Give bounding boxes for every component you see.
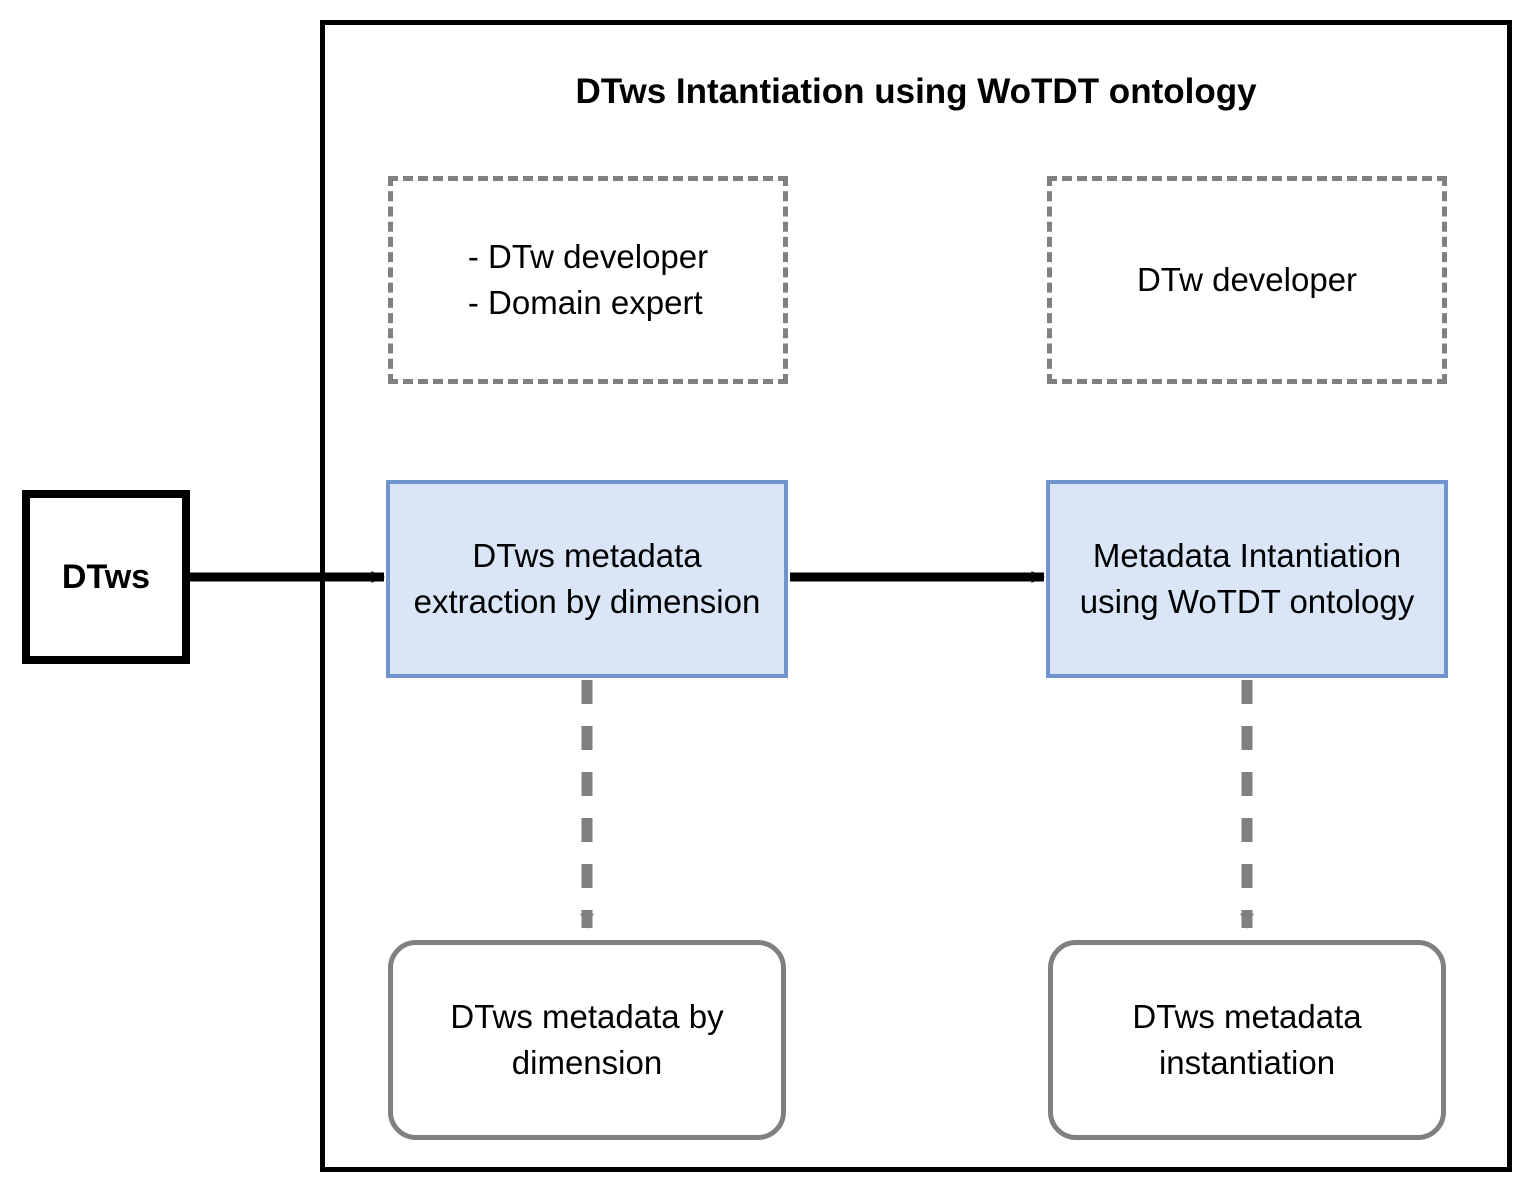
process-box-metadata-instantiation[interactable]: Metadata Intantiation using WoTDT ontolo… [1046,480,1448,678]
actor-box-left-lines: - DTw developer - Domain expert [468,234,708,326]
actor-box-developer-and-domain-expert[interactable]: - DTw developer - Domain expert [388,176,788,384]
diagram-title: DTws Intantiation using WoTDT ontology [575,72,1257,111]
output-box-metadata-by-dimension-label: DTws metadata by dimension [450,998,724,1081]
actor-box-left-line-1: - DTw developer [467,238,709,275]
input-box-dtws[interactable]: DTws [22,490,190,664]
output-box-metadata-instantiation-label: DTws metadata instantiation [1132,998,1362,1081]
output-box-metadata-by-dimension[interactable]: DTws metadata by dimension [388,940,786,1140]
outer-container-frame [320,20,1512,1172]
process-box-metadata-instantiation-label: Metadata Intantiation using WoTDT ontolo… [1079,537,1415,620]
process-box-metadata-extraction[interactable]: DTws metadata extraction by dimension [386,480,788,678]
actor-box-left-line-2: - Domain expert [467,284,703,321]
actor-box-right-line-1: DTw developer [1136,261,1358,298]
process-box-metadata-extraction-label: DTws metadata extraction by dimension [413,537,761,620]
actor-box-dtw-developer[interactable]: DTw developer [1047,176,1447,384]
input-box-dtws-label: DTws [61,557,151,596]
output-box-metadata-instantiation[interactable]: DTws metadata instantiation [1048,940,1446,1140]
